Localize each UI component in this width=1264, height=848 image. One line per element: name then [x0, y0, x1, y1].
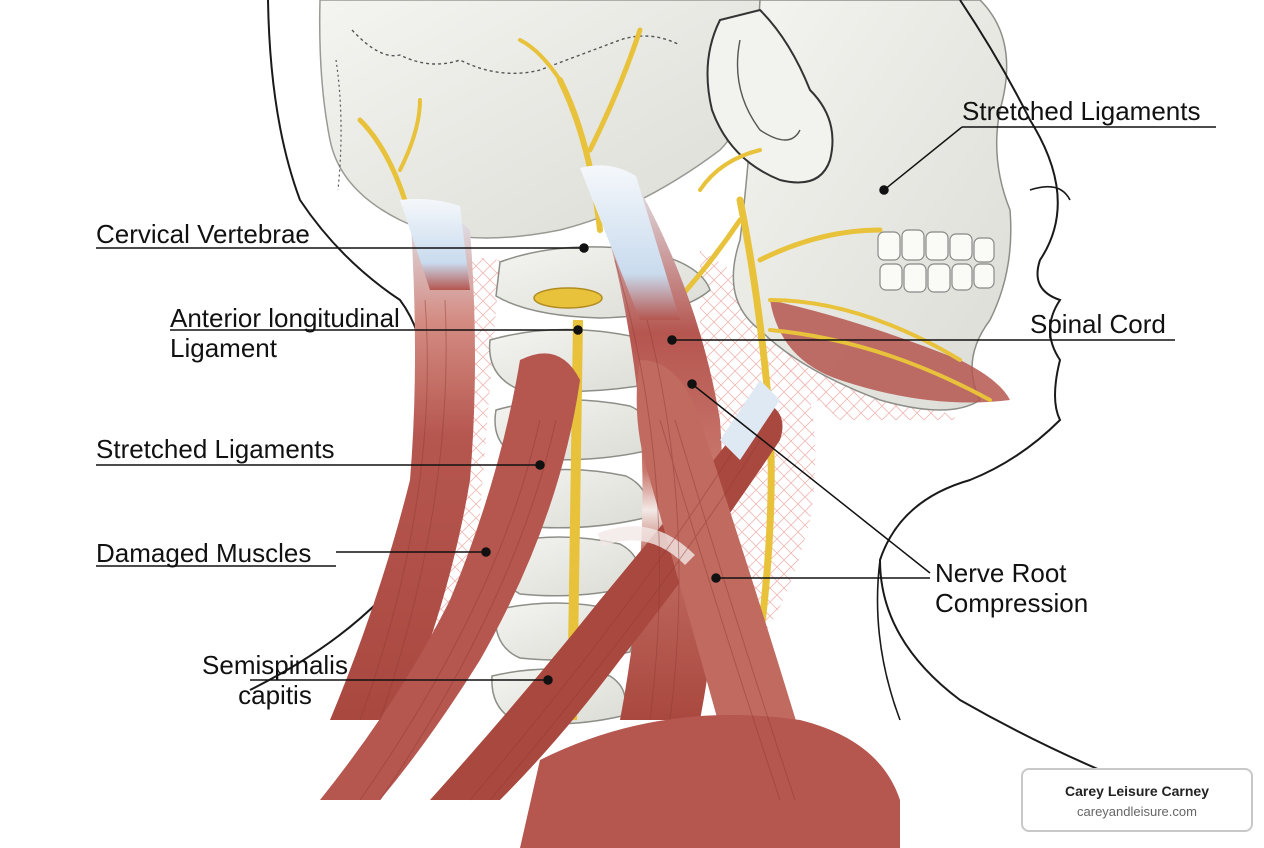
label-nerve-root-compression: Nerve Root Compression	[935, 558, 1089, 618]
label-stretched-ligaments-right: Stretched Ligaments	[962, 96, 1201, 126]
tendon-left	[400, 198, 470, 290]
neck-muscles	[320, 167, 900, 848]
label-cervical-vertebrae: Cervical Vertebrae	[96, 219, 310, 249]
branding-box: Carey Leisure Carney careyandleisure.com	[1021, 768, 1253, 832]
skull-suture	[351, 29, 681, 74]
tendon-middle	[580, 165, 680, 320]
brand-name: Carey Leisure Carney	[1065, 783, 1209, 799]
brand-website: careyandleisure.com	[1077, 804, 1197, 819]
face-profile-outline	[878, 0, 1101, 771]
muscle-fibers	[359, 259, 796, 801]
label-damaged-muscles: Damaged Muscles	[96, 538, 312, 568]
ear-inner-fold	[736, 39, 801, 141]
muscle-levator	[636, 360, 820, 800]
label-spinal-cord: Spinal Cord	[1030, 309, 1166, 339]
nostril-line	[1029, 185, 1071, 201]
masseter-muscle	[770, 300, 1010, 403]
muscle-left-strap	[330, 207, 475, 720]
occipital-bone	[318, 0, 761, 239]
muscle-trapezius-base	[520, 715, 900, 848]
label-semispinalis-capitis: Semispinalis capitis	[202, 650, 348, 710]
teeth	[877, 229, 995, 293]
leader-lines	[96, 126, 1216, 685]
tendon-right	[720, 380, 780, 460]
label-stretched-ligaments-left: Stretched Ligaments	[96, 434, 335, 464]
label-anterior-longitudinal-ligament: Anterior longitudinal Ligament	[170, 303, 400, 363]
ear-icon	[706, 8, 834, 184]
muscle-tendon-highlight	[597, 526, 695, 566]
skull-suture-2	[335, 59, 342, 191]
